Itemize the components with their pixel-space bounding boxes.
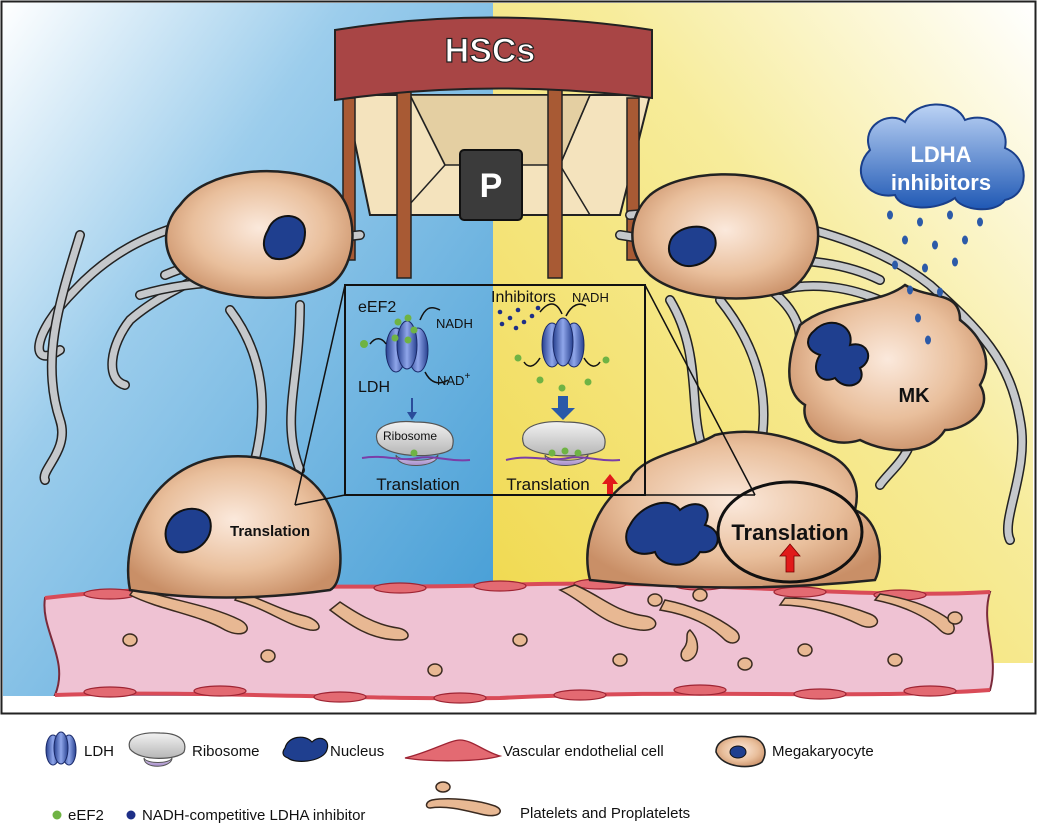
inset-right-ldh [497, 303, 610, 420]
legend-ribosome-label: Ribosome [192, 743, 260, 760]
legend: LDH Ribosome Nucleus Vascular endothelia… [45, 731, 874, 824]
inset-left-eef2: eEF2 [358, 299, 396, 316]
legend-endothelial-icon [404, 739, 503, 762]
legend-megakaryocyte-label: Megakaryocyte [772, 743, 874, 760]
legend-ldh-label: LDH [84, 743, 114, 760]
translation-ellipse [716, 480, 864, 584]
legend-eef2-label: eEF2 [68, 807, 104, 824]
legend-megakaryocyte-icon [715, 735, 766, 768]
ldha-inhibitor-cloud [859, 103, 1025, 211]
legend-ribosome-icon [128, 732, 186, 767]
nucleus [262, 215, 307, 260]
inset-left-nad: NAD+ [437, 371, 470, 388]
cloud-label-line1: LDHA [910, 142, 971, 167]
inset-right-translation: Translation [506, 475, 589, 494]
legend-endothelial-label: Vascular endothelial cell [503, 743, 664, 760]
nucleus [807, 321, 870, 387]
legend-nucleus-label: Nucleus [330, 743, 384, 760]
up-arrow-icon [779, 543, 801, 573]
pedestal-label: P [480, 167, 503, 205]
hsc-arch [334, 16, 653, 279]
mk-label: MK [898, 385, 930, 407]
cloud-label-line2: inhibitors [891, 170, 991, 195]
megakaryocyte-mk [788, 283, 988, 452]
pedestal-p [459, 149, 523, 221]
inset-connector-lines [294, 284, 756, 506]
legend-eef2-icon [52, 810, 62, 820]
inset-up-arrow-icon [602, 474, 618, 494]
legend-nucleus-icon [282, 736, 329, 762]
legend-ldh-icon [45, 731, 77, 766]
mechanism-inset [344, 284, 646, 496]
megakaryocyte-lower-right [586, 430, 882, 589]
legend-platelet-icon [425, 781, 501, 817]
inset-left-ribosome [361, 421, 471, 466]
hsc-title: HSCs [445, 32, 536, 70]
platelets-and-proplatelets [122, 584, 963, 677]
inset-left-translation: Translation [376, 475, 459, 494]
bone-marrow-sinusoids [34, 207, 1028, 545]
nucleus [667, 225, 717, 268]
nucleus [625, 501, 719, 566]
legend-inhibitor-label: NADH-competitive LDHA inhibitor [142, 807, 365, 824]
inset-right-ribosome [505, 421, 621, 466]
legend-inhibitor-icon [126, 810, 136, 820]
inhibitor-drops [887, 210, 983, 345]
legend-platelets-label: Platelets and Proplatelets [520, 805, 690, 822]
right-cell-translation-label: Translation [731, 520, 848, 545]
inset-left-ldh: LDH [358, 379, 390, 396]
megakaryocyte-upper-right [631, 173, 820, 300]
left-cell-translation-label: Translation [230, 523, 310, 540]
inset-left-nadh: NADH [436, 316, 473, 331]
inset-right-inhibitors: Inhibitors [491, 289, 556, 306]
megakaryocyte-upper-left [164, 169, 354, 299]
inset-right-nadh: NADH [572, 290, 609, 305]
nucleus [164, 507, 212, 554]
megakaryocyte-lower-left [126, 455, 342, 599]
inset-left-ribosome-label: Ribosome [383, 429, 437, 443]
inset-left-ldh [360, 307, 449, 420]
